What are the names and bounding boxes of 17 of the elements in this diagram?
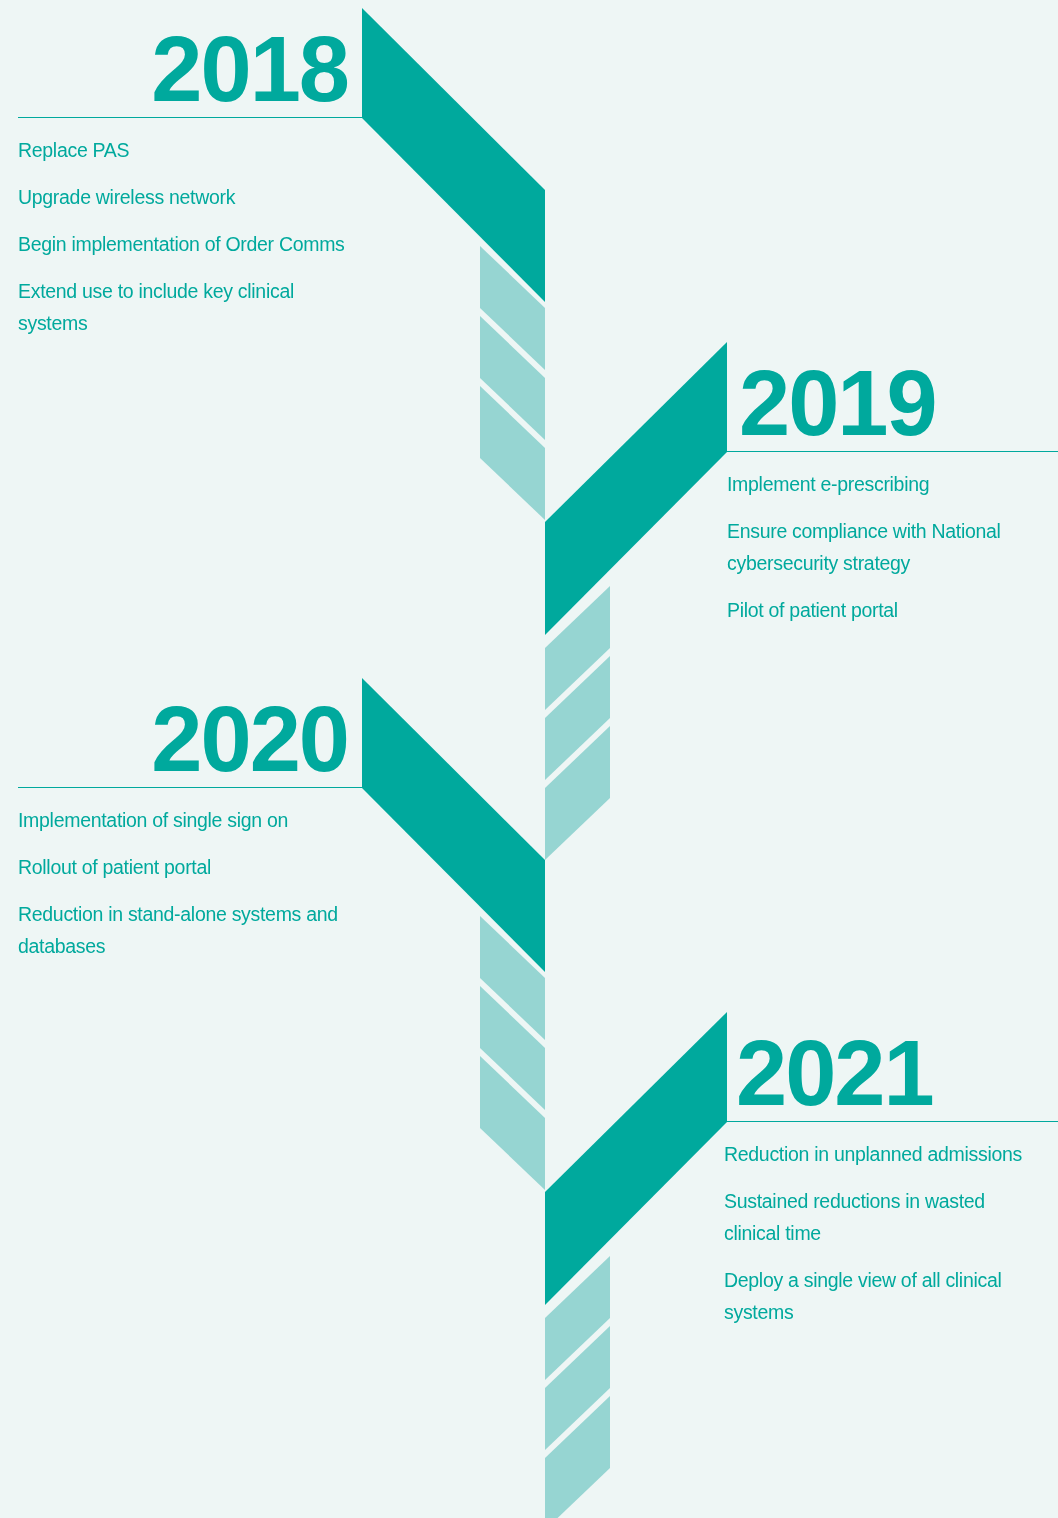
milestone-text: Reduction in stand-alone systems and databases: [18, 902, 338, 959]
milestone-text: Ensure compliance with National cybersecurity strategy: [727, 519, 1002, 576]
milestone-text: Extend use to include key clinical systems: [18, 279, 295, 336]
year-heading: 2019: [727, 354, 1058, 452]
milestone-text: Deploy a single view of all clinical systems: [724, 1268, 1003, 1325]
milestone-text: Replace PAS: [18, 138, 131, 163]
year-heading: 2021: [724, 1024, 1058, 1122]
milestone-text: Begin implementation of Order Comms: [18, 232, 346, 257]
milestone-text: Reduction in unplanned admissions: [724, 1142, 1023, 1167]
milestone-text: Sustained reductions in wasted clinical time: [724, 1189, 986, 1246]
year-heading: 2020: [18, 690, 362, 788]
year-heading: 2018: [18, 20, 362, 118]
milestone-text: Upgrade wireless network: [18, 185, 237, 210]
milestone-text: Pilot of patient portal: [727, 598, 899, 623]
milestone-text: Implementation of single sign on: [18, 808, 290, 833]
milestone-text: Rollout of patient portal: [18, 855, 213, 880]
milestone-text: Implement e-prescribing: [727, 472, 931, 497]
